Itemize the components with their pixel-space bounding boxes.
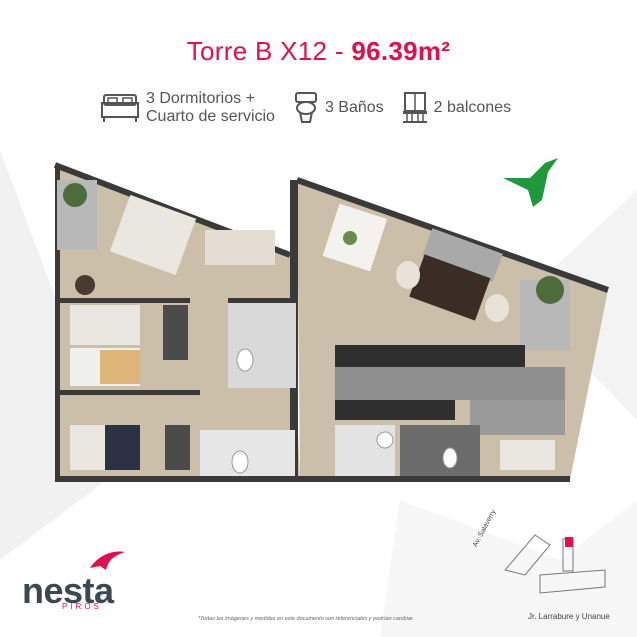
title-area: 96.39m² [351,36,451,66]
bird-icon [503,158,558,207]
kitchen-counter [335,345,525,367]
bed-2 [70,305,140,345]
location-marker [565,537,573,547]
feature-balconies-label: 2 balcones [433,99,512,116]
location-map [504,534,606,594]
plant-left [63,183,87,207]
bed-icon [101,94,139,122]
feature-bedrooms-line2: Cuarto de servicio [146,108,275,125]
feature-list: 3 Dormitorios + Cuarto de servicio 3 Bañ… [100,88,529,128]
feature-bedrooms: 3 Dormitorios + Cuarto de servicio [100,90,275,126]
master-bed [109,194,197,276]
balcony-icon [402,92,427,123]
page-title: Torre B X12 - 96.39m² [0,36,637,67]
rug [409,254,491,321]
disclaimer: *Todas las imágenes y medidas en este do… [198,616,415,622]
brand-subtitle: PIROS [62,602,102,611]
feature-bathrooms: 3 Baños [293,91,384,125]
brand-bird-icon [90,551,125,570]
feature-bedrooms-line1: 3 Dormitorios + [146,90,255,107]
street-label-2: Jr. Larrabure y Unanue [528,612,610,621]
feature-bathrooms-label: 3 Baños [324,99,384,116]
brand-name: nesta [22,570,114,611]
toilet-icon [294,92,317,123]
floor-plan [53,158,610,482]
plant-right [536,276,564,304]
sofa [422,228,503,283]
feature-balconies: 2 balcones [402,91,511,125]
title-unit: Torre B X12 - [186,36,352,66]
